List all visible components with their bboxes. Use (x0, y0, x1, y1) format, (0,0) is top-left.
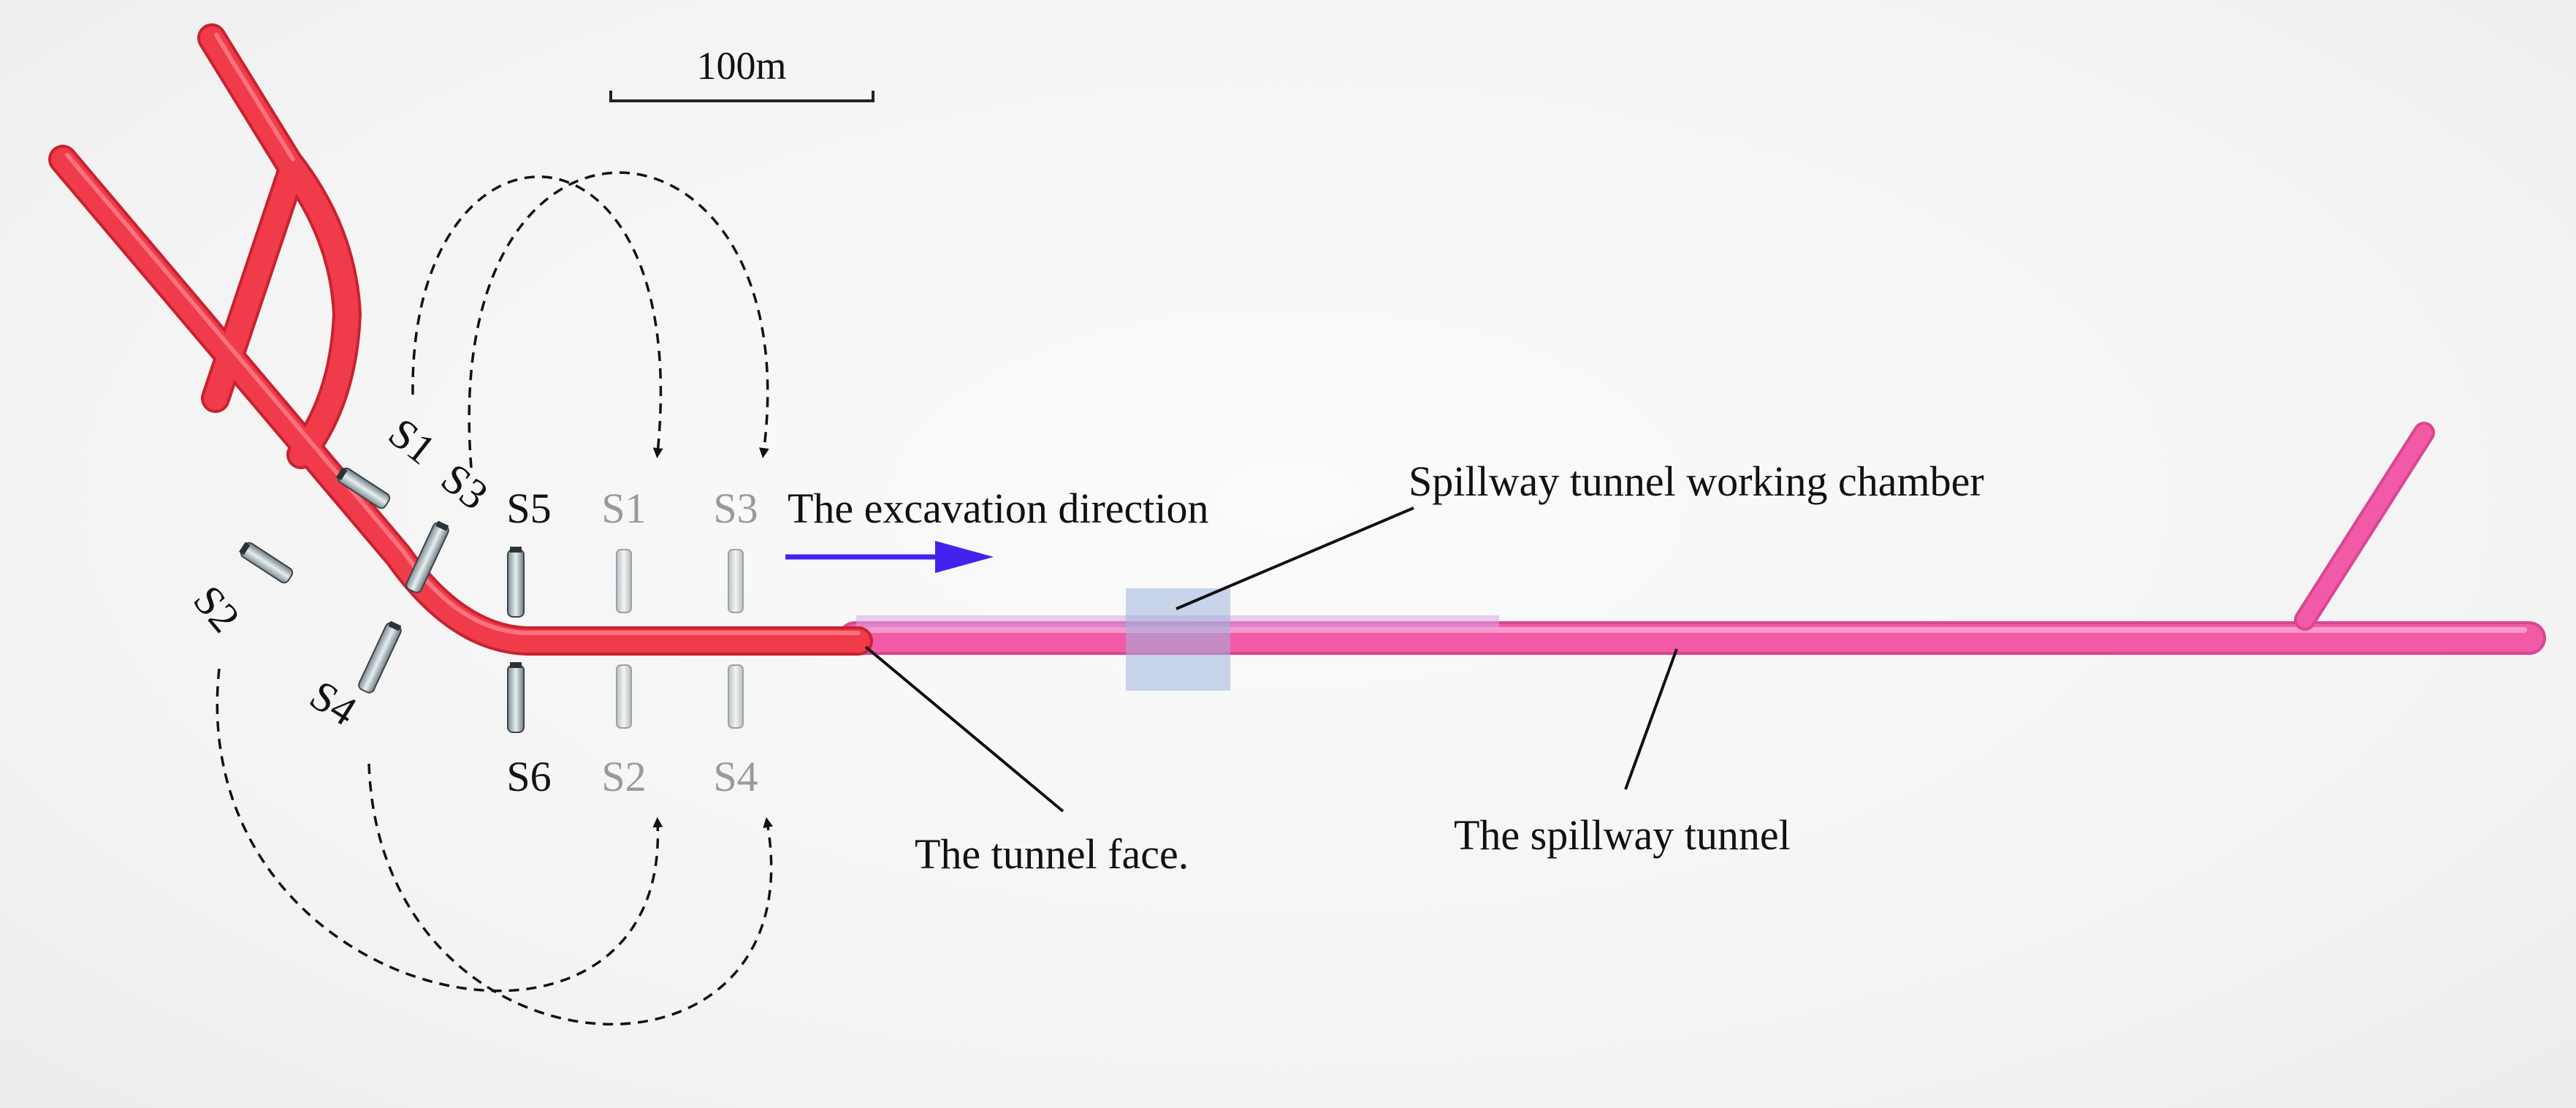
spillway-tunnel-label: The spillway tunnel (1454, 811, 1791, 859)
leader-tunnel-face (864, 645, 1064, 813)
label-s2-original: S2 (184, 577, 249, 642)
sensor-s6 (507, 662, 525, 733)
leader-spillway-tunnel (1624, 648, 1678, 790)
arrow-s2-bottom (216, 668, 663, 993)
excavated-tunnel (48, 23, 873, 656)
label-s2-column: S2 (601, 753, 646, 800)
arrow-s3-top (468, 171, 769, 468)
label-s4-column: S4 (713, 753, 758, 800)
working-chamber-box (1126, 588, 1230, 691)
leader-working-chamber (1175, 506, 1414, 610)
working-chamber-label: Spillway tunnel working chamber (1409, 458, 1984, 505)
tunnel-face-label: The tunnel face. (915, 830, 1189, 878)
label-s3-original: S3 (432, 454, 497, 519)
station-labels-original: S1 S3 S2 S4 (184, 409, 497, 735)
relocation-arrows (216, 171, 774, 1026)
sensor-s2-ghost (616, 664, 632, 729)
label-s5: S5 (506, 485, 551, 532)
sensor-s5 (507, 547, 525, 618)
sensor-s4-ghost (728, 664, 744, 729)
leader-lines (864, 506, 1678, 813)
label-s3-column: S3 (713, 485, 758, 532)
label-s6: S6 (506, 753, 551, 800)
label-s1-original: S1 (380, 409, 444, 474)
sensor-s1-ghost (616, 549, 632, 613)
sensor-s3-original (405, 520, 449, 593)
excavation-direction-label: The excavation direction (788, 485, 1209, 532)
sensor-s1-original (336, 467, 391, 509)
station-labels-column: S5 S1 S3 S6 S2 S4 (506, 485, 758, 800)
sensors-column (507, 547, 744, 733)
sensors-original (239, 467, 449, 694)
scale-bar-label: 100m (696, 44, 786, 88)
sensor-s2-original (239, 542, 294, 584)
sensor-s4-original (358, 621, 402, 694)
sensor-s3-ghost (728, 549, 744, 613)
label-s1-column: S1 (601, 485, 646, 532)
scale-bar: 100m (609, 44, 874, 102)
arrow-s4-bottom (367, 763, 774, 1026)
arrow-s1-top (411, 175, 663, 458)
label-s4-original: S4 (302, 671, 365, 735)
excavation-direction-arrow (785, 541, 994, 573)
